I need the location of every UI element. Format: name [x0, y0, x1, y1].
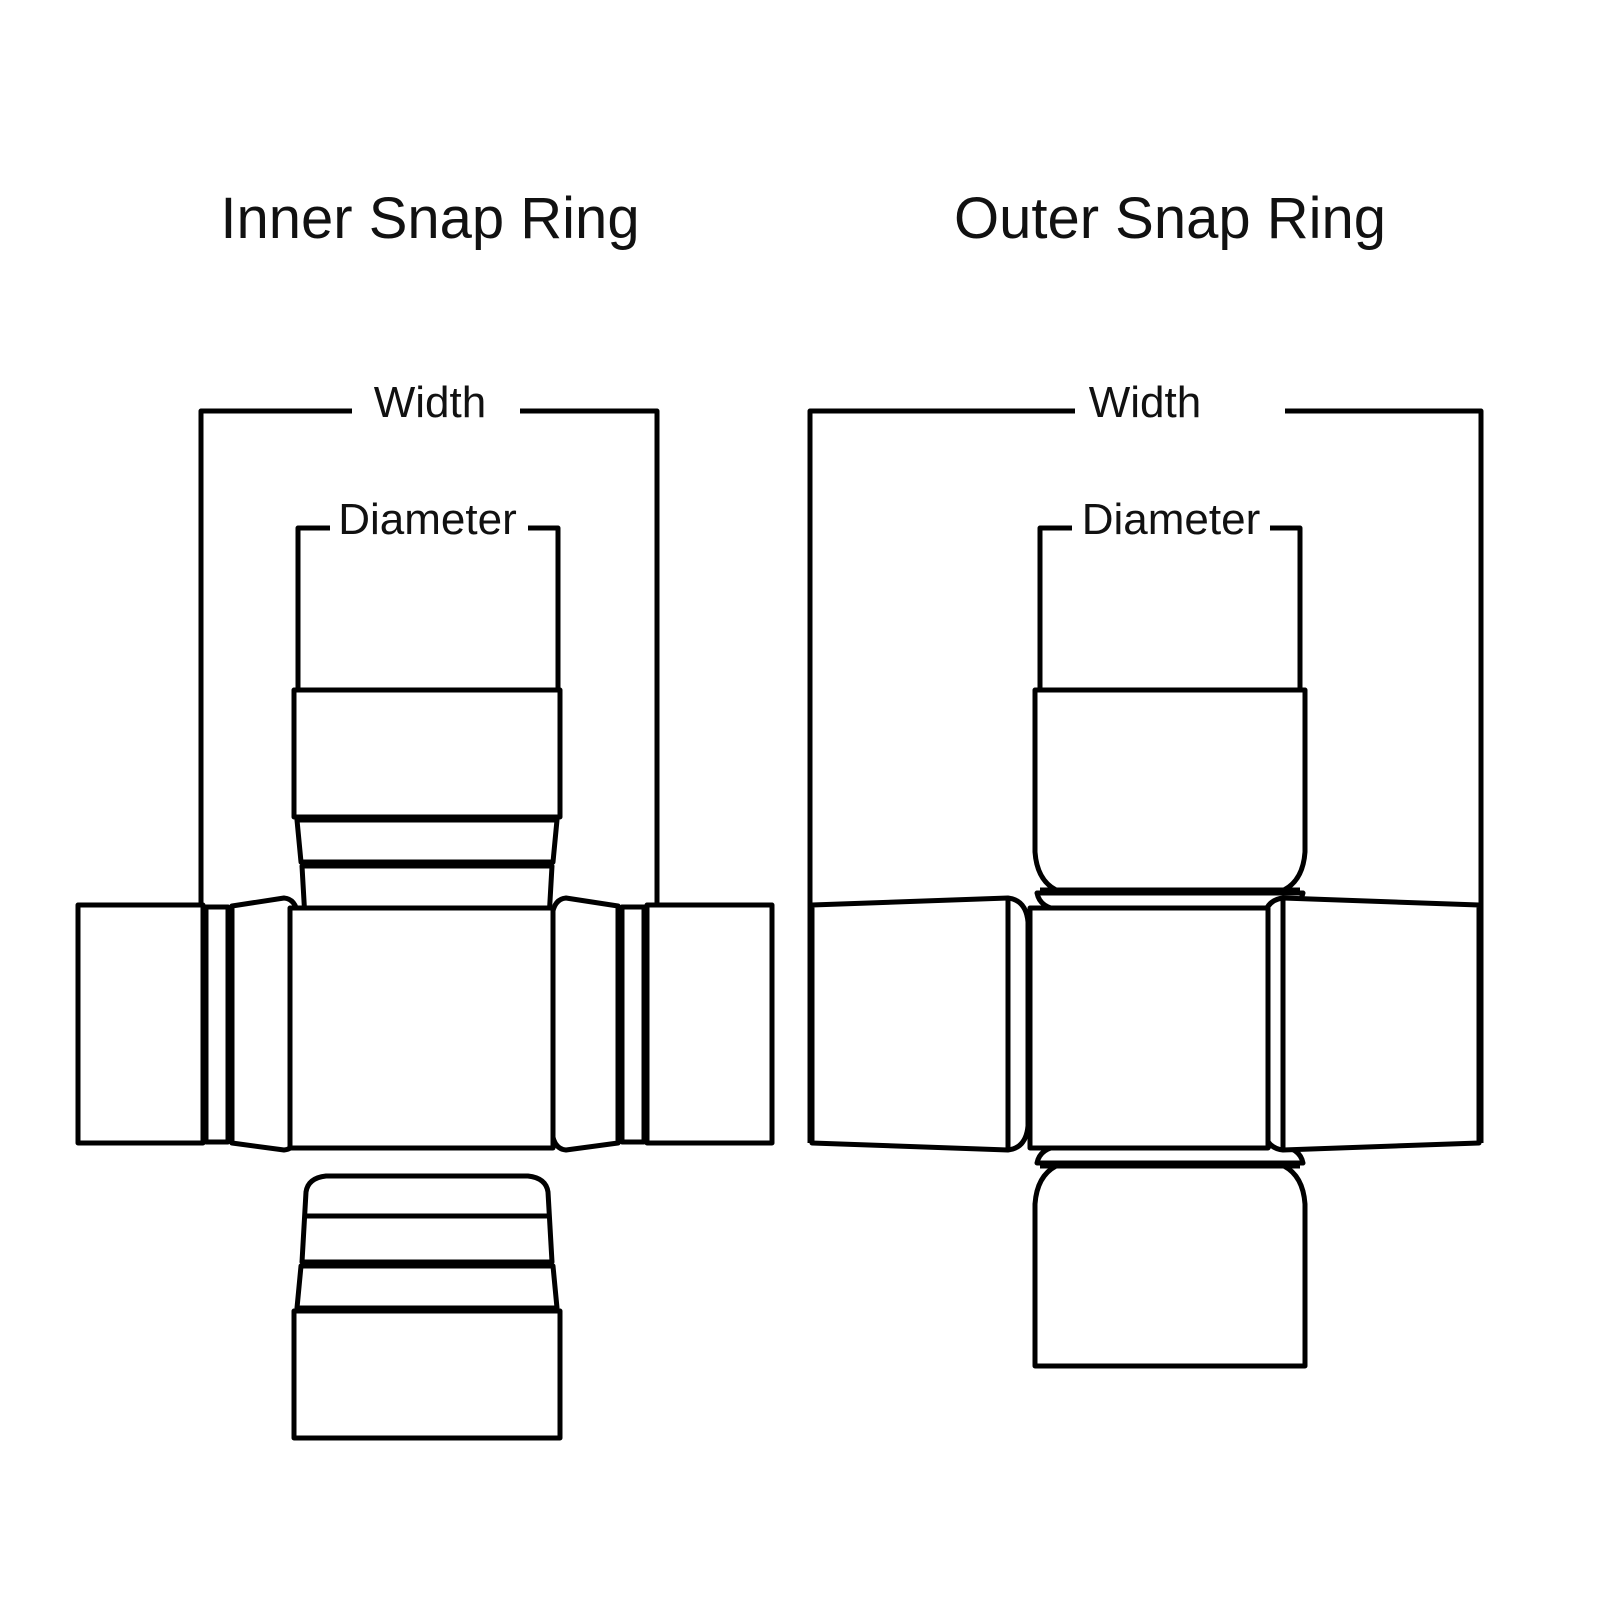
- width-dimension-bracket-outer: [810, 411, 1481, 1143]
- bearing-cap-bottom-outer: [1035, 1146, 1305, 1366]
- diameter-dimension-label-outer: Diameter: [1081, 495, 1261, 544]
- cross-body-inner: [290, 908, 553, 1148]
- width-dimension-label-inner: Width: [373, 378, 487, 427]
- cross-body-outer: [1030, 908, 1268, 1148]
- diameter-dimension-bracket-inner: [298, 528, 558, 690]
- width-dimension-bracket-inner: [201, 411, 657, 1143]
- diameter-dimension-bracket-outer: [1040, 528, 1300, 690]
- panel-title-inner-snap-ring: Inner Snap Ring: [220, 186, 640, 251]
- outer-snap-ring-drawing: [810, 411, 1481, 1366]
- inner-snap-ring-drawing: [78, 411, 772, 1438]
- bearing-cap-left-outer: [812, 898, 1028, 1150]
- bearing-cap-right-outer: [1263, 898, 1479, 1150]
- diameter-dimension-label-inner: Diameter: [338, 495, 517, 544]
- bearing-cap-top-outer: [1035, 690, 1305, 910]
- width-dimension-label-outer: Width: [1088, 378, 1202, 427]
- bearing-cap-right-inner: [552, 898, 772, 1150]
- panel-title-outer-snap-ring: Outer Snap Ring: [953, 186, 1387, 251]
- bearing-cap-bottom-inner: [294, 1176, 560, 1438]
- bearing-cap-left-inner: [78, 898, 298, 1150]
